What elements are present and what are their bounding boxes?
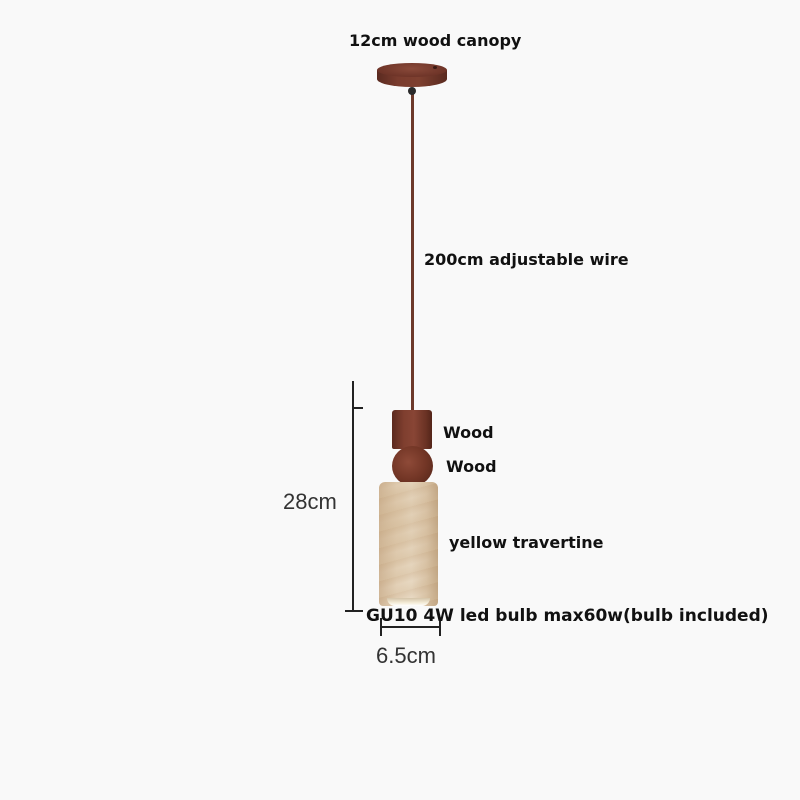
height-dimension-line — [352, 381, 354, 612]
width-dimension-label: 6.5cm — [376, 643, 436, 668]
height-dimension-tick-bottom — [345, 610, 363, 612]
bulb-glow — [387, 598, 430, 606]
width-dimension-line — [380, 626, 440, 628]
bulb-label: GU10 4W led bulb max60w(bulb included) — [366, 606, 769, 626]
canopy-label: 12cm wood canopy — [349, 31, 522, 50]
shade-label: yellow travertine — [449, 533, 604, 552]
height-dimension-tick-top — [353, 407, 363, 409]
travertine-shade — [379, 482, 438, 606]
wood-canopy — [377, 63, 447, 87]
wood-cup-label: Wood — [443, 423, 494, 442]
width-dimension-tick-right — [439, 618, 441, 636]
wood-ball-label: Wood — [446, 457, 497, 476]
screw-hole-icon — [433, 66, 437, 69]
adjustable-wire — [411, 88, 414, 410]
height-dimension-label: 28cm — [283, 489, 337, 514]
cable-grommet — [408, 87, 416, 95]
wire-label: 200cm adjustable wire — [424, 250, 629, 269]
wood-ball — [392, 446, 433, 486]
width-dimension-tick-left — [380, 618, 382, 636]
wood-cup — [392, 410, 432, 449]
canopy-top — [377, 63, 447, 77]
